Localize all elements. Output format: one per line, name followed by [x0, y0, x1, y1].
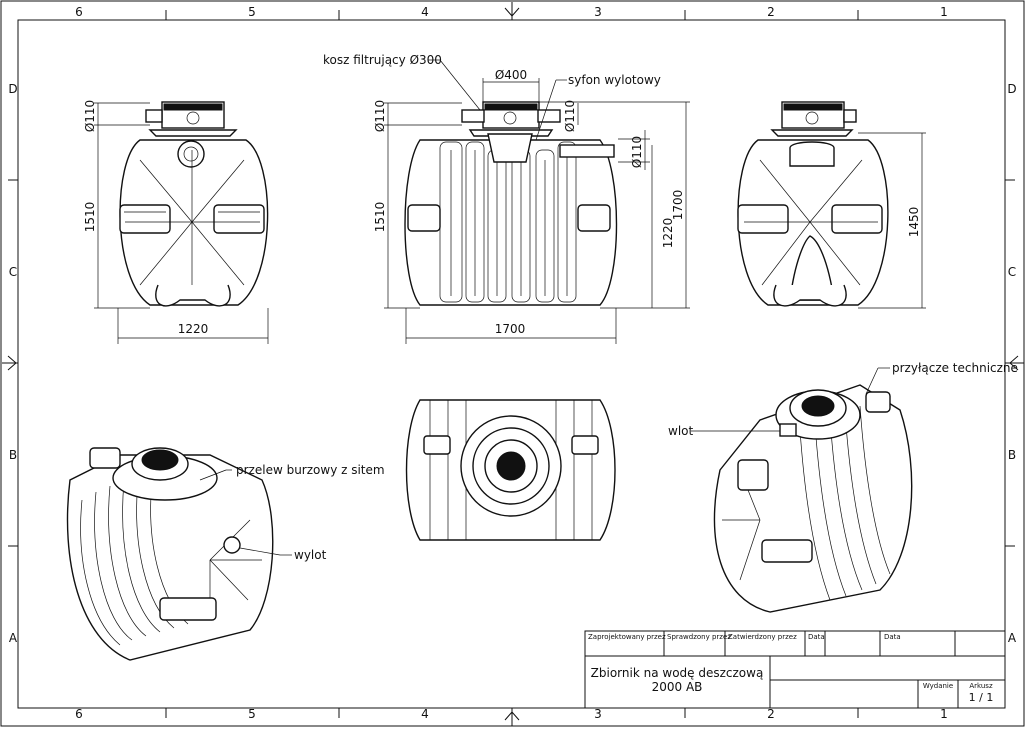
row-label: B	[9, 448, 17, 462]
col-label: 1	[940, 5, 948, 19]
tank-back-view: 1450	[737, 101, 926, 309]
row-label: A	[9, 631, 18, 645]
tb-date-1: Data	[808, 633, 825, 641]
tb-sheet-value: 1 / 1	[969, 691, 994, 704]
col-label: 6	[75, 5, 83, 19]
tank-iso-left-view	[66, 447, 274, 661]
col-label: 5	[248, 707, 256, 721]
row-label: D	[1007, 82, 1016, 96]
dim-mid-side-pipe: Ø110	[630, 136, 644, 168]
row-label: B	[1008, 448, 1016, 462]
row-label: D	[8, 82, 17, 96]
tank-side-view: Ø110 1510 1700 Ø400 Ø110 Ø110 1220 1700	[373, 68, 690, 344]
row-labels-right: D C B A	[1007, 82, 1017, 645]
label-outlet-siphon: syfon wylotowy	[568, 73, 661, 87]
tb-date-2: Data	[884, 633, 901, 641]
tb-edition: Wydanie	[923, 682, 953, 690]
tb-approved: Zatwierdzony przez	[728, 633, 797, 641]
row-label: C	[9, 265, 17, 279]
col-label: 6	[75, 707, 83, 721]
tank-front-view: Ø110 1510 1220	[83, 100, 269, 344]
dim-right-height: 1450	[907, 207, 921, 238]
col-label: 1	[940, 707, 948, 721]
dim-left-height: 1510	[83, 202, 97, 233]
tank-top-view	[405, 399, 616, 541]
dim-mid-pipe-right: Ø110	[563, 100, 577, 132]
col-label: 3	[594, 5, 602, 19]
leader-lines	[199, 59, 890, 556]
tb-title-line-1: Zbiornik na wodę deszczową	[591, 666, 764, 680]
tb-designed: Zaprojektowany przez	[588, 633, 666, 641]
dim-left-width: 1220	[178, 322, 209, 336]
label-outlet: wylot	[294, 548, 327, 562]
label-overflow: przelew burzowy z sitem	[236, 463, 385, 477]
label-tech-connections: przyłącze techniczne	[892, 361, 1018, 375]
tank-iso-right-view	[713, 384, 913, 613]
col-label: 2	[767, 5, 775, 19]
row-label: A	[1008, 631, 1017, 645]
row-label: C	[1008, 265, 1016, 279]
label-filter-basket: kosz filtrujący Ø300	[323, 53, 442, 67]
dim-left-pipe: Ø110	[83, 100, 97, 132]
tb-checked: Sprawdzony przez	[667, 633, 731, 641]
row-labels-left: D C B A	[8, 82, 18, 645]
col-label: 5	[248, 5, 256, 19]
dim-mid-width: 1700	[495, 322, 526, 336]
column-labels-bottom: 6 5 4 3 2 1	[75, 707, 948, 721]
dim-mid-pipe-left: Ø110	[373, 100, 387, 132]
col-label: 4	[421, 5, 429, 19]
dim-mid-height: 1510	[373, 202, 387, 233]
tb-title-line-2: 2000 AB	[652, 680, 703, 694]
col-label: 2	[767, 707, 775, 721]
column-labels-top: 6 5 4 3 2 1	[75, 5, 948, 19]
dim-mid-top: Ø400	[495, 68, 527, 82]
col-label: 3	[594, 707, 602, 721]
dim-mid-inner-height: 1220	[661, 218, 675, 249]
title-block	[584, 630, 1006, 709]
dim-mid-total-height: 1700	[671, 190, 685, 221]
col-label: 4	[421, 707, 429, 721]
tb-sheet: Arkusz	[969, 682, 993, 690]
label-inlet: wlot	[668, 424, 693, 438]
